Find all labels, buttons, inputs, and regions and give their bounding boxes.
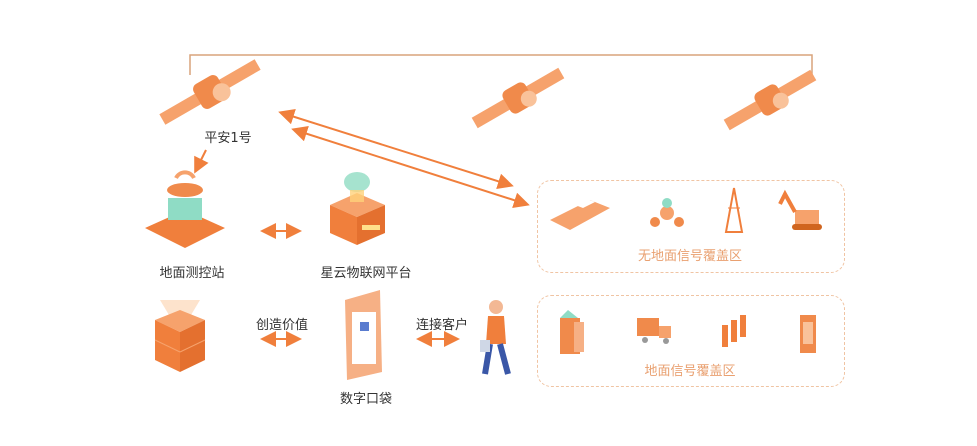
ground-station-label: 地面测控站 [159, 266, 225, 281]
truck-icon [637, 318, 671, 344]
satellite-zone-arrow-2 [291, 126, 530, 208]
platform-server-icon [330, 172, 385, 245]
pipes-icon [722, 315, 746, 347]
ground-station-icon [145, 170, 225, 248]
satellite-icon [471, 67, 565, 129]
stacked-layers-icon [154, 300, 206, 372]
digital-pocket-phone-icon [345, 290, 382, 380]
platform-label: 星云物联网平台 [320, 266, 412, 281]
connect-customer-label: 连接客户 [415, 318, 469, 333]
digital-pocket-label: 数字口袋 [339, 392, 393, 407]
building-icon [560, 310, 584, 354]
create-value-label: 创造价值 [255, 318, 309, 333]
satellite-icon [159, 59, 261, 125]
no-ground-signal-zone [537, 180, 845, 273]
sensor-node-icon [650, 198, 684, 227]
excavator-icon [778, 189, 822, 230]
satellite-label: 平安1号 [204, 131, 252, 146]
tower-icon [724, 187, 744, 233]
satellite-to-station-arrow [194, 149, 209, 174]
no-ground-signal-zone-label: 无地面信号覆盖区 [637, 249, 743, 264]
ship-icon [550, 199, 610, 230]
constellation-link-line [189, 54, 813, 75]
customer-person-icon [480, 300, 511, 375]
cabinet-icon [800, 315, 816, 353]
satellite-icon [723, 69, 817, 131]
ground-signal-zone [537, 295, 845, 387]
ground-signal-zone-label: 地面信号覆盖区 [644, 364, 736, 379]
